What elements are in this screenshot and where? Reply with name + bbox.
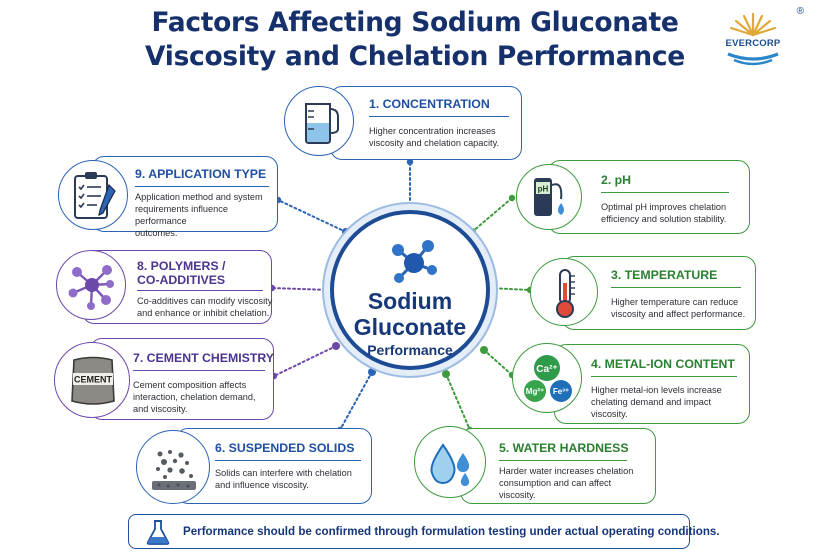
central-hub: Sodium Gluconate Performance — [330, 210, 490, 370]
factor-title-line-2: CO-ADDITIVES — [137, 273, 226, 287]
factor-icon-metal-ion: Ca²⁺ Mg²⁺ Fe³⁺ — [512, 343, 582, 413]
connector-dot-water-hardness — [442, 370, 450, 378]
connector-dot-suspended-solids — [368, 368, 376, 376]
connector-dot-ph — [508, 194, 516, 202]
title-line-1: Factors Affecting Sodium Gluconate — [151, 7, 679, 38]
page-title: Factors Affecting Sodium Gluconate Visco… — [120, 6, 710, 74]
connector-dot-cement-chemistry — [332, 342, 340, 350]
factor-icon-temperature — [530, 258, 598, 326]
particles-icon — [152, 450, 196, 490]
factor-icon-application — [58, 160, 128, 230]
beaker-icon — [305, 103, 339, 144]
svg-text:Fe³⁺: Fe³⁺ — [553, 387, 569, 396]
svg-text:Ca²⁺: Ca²⁺ — [536, 364, 557, 375]
divider — [591, 376, 737, 377]
connector-polymers — [271, 287, 331, 291]
factor-icon-suspended-solids — [136, 430, 210, 504]
factor-title: 9. APPLICATION TYPE — [135, 167, 267, 181]
evercorp-logo: EVERCORP ® — [716, 6, 804, 70]
cement-bag-icon: CEMENT — [71, 356, 115, 405]
clipboard-icon — [74, 172, 116, 219]
factor-title: 6. SUSPENDED SOLIDS — [215, 441, 355, 455]
thermometer-icon — [556, 269, 575, 318]
title-line-2: Viscosity and Chelation Performance — [145, 41, 685, 72]
factor-title: 3. TEMPERATURE — [611, 268, 718, 282]
connector-temperature — [489, 287, 531, 291]
connector-water-hardness — [445, 373, 471, 431]
divider — [133, 370, 265, 371]
divider — [611, 287, 741, 288]
factor-title: 8. POLYMERS / — [137, 259, 226, 273]
svg-text:pH: pH — [538, 185, 549, 194]
divider — [499, 460, 627, 461]
factor-icon-ph: pH — [516, 164, 582, 230]
factor-title: 7. CEMENT CHEMISTRY — [133, 351, 274, 365]
hub-line-2: Gluconate — [353, 314, 467, 340]
factor-card-metal-ion: 4. METAL-ION CONTENT Higher metal-ion le… — [554, 344, 750, 424]
registered-mark: ® — [796, 6, 804, 17]
ph-meter-icon: pH — [534, 178, 564, 216]
divider — [215, 460, 361, 461]
divider — [137, 290, 263, 291]
factor-title: 5. WATER HARDNESS — [499, 441, 629, 455]
logo-text: EVERCORP — [725, 38, 781, 49]
footer-note: Performance should be confirmed through … — [128, 514, 720, 549]
connector-dot-application — [342, 228, 350, 236]
svg-text:CEMENT: CEMENT — [74, 375, 113, 385]
factor-title: 4. METAL-ION CONTENT — [591, 357, 735, 371]
factor-icon-concentration — [284, 86, 354, 156]
molecule-icon — [392, 240, 437, 283]
sunburst-icon — [727, 12, 779, 66]
factor-icon-polymers — [56, 250, 126, 320]
divider — [601, 192, 729, 193]
connector-dot-concentration — [406, 158, 414, 166]
hub-line-3: Performance — [367, 342, 453, 358]
factor-card-concentration: 1. CONCENTRATION Higher concentration in… — [330, 86, 522, 160]
factor-card-water-hardness: 5. WATER HARDNESS Harder water increases… — [460, 428, 656, 504]
flask-icon — [146, 520, 170, 545]
factor-card-application: 9. APPLICATION TYPE Application method a… — [92, 156, 278, 238]
connector-cement-chemistry — [273, 345, 337, 377]
divider — [369, 116, 509, 117]
connector-application — [277, 199, 347, 233]
svg-text:Mg²⁺: Mg²⁺ — [526, 387, 544, 396]
connector-metal-ion — [483, 349, 513, 376]
factor-title: 2. pH — [601, 173, 632, 187]
polymer-network-icon — [68, 265, 114, 310]
connector-suspended-solids — [339, 371, 373, 431]
factor-card-temperature: 3. TEMPERATURE Higher temperature can re… — [562, 256, 756, 330]
connector-dot-ph — [468, 228, 476, 236]
water-drops-icon — [430, 443, 470, 486]
connector-dot-metal-ion — [480, 346, 488, 354]
factor-icon-water-hardness — [414, 426, 486, 498]
footer-text: Performance should be confirmed through … — [183, 525, 720, 538]
metal-ions-icon: Ca²⁺ Mg²⁺ Fe³⁺ — [524, 355, 572, 402]
factor-icon-cement-chemistry: CEMENT — [54, 342, 130, 418]
factor-title: 1. CONCENTRATION — [369, 97, 490, 111]
connector-ph — [471, 197, 513, 233]
hub-line-1: Sodium — [367, 288, 453, 314]
divider — [135, 186, 269, 187]
